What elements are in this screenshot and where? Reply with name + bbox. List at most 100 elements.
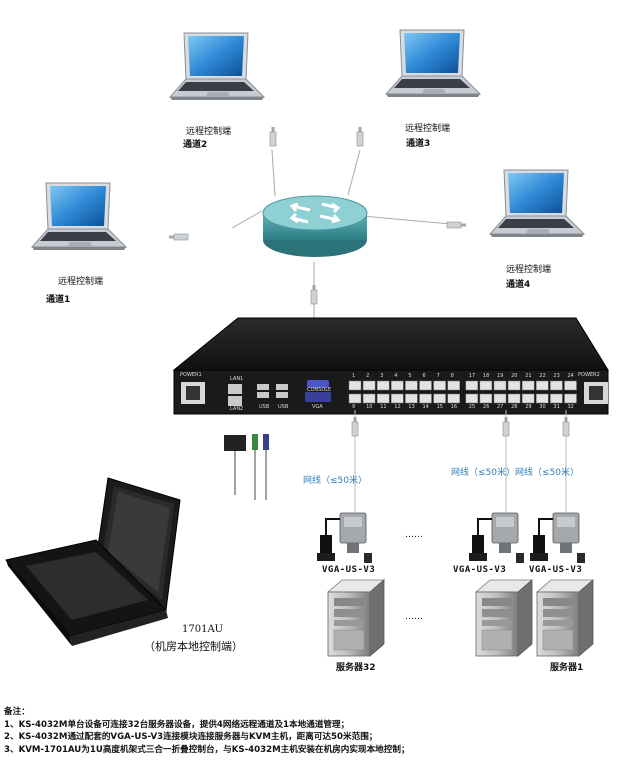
port-number: 21 xyxy=(525,373,532,379)
network-port-14 xyxy=(419,393,432,404)
port-number: 27 xyxy=(497,404,504,410)
note-line: 3、KVM-1701AU为1U高度机架式三合一折叠控制台，与KS-4032M主机… xyxy=(4,744,410,755)
port-number: 7 xyxy=(436,373,440,379)
local-console-cable-icon xyxy=(224,434,269,500)
port-number: 13 xyxy=(408,404,415,410)
port-number: 28 xyxy=(511,404,518,410)
port-number: 29 xyxy=(525,404,532,410)
note-line: 2、KS-4032M通过配套的VGA-US-V3连接模块连接服务器与KVM主机，… xyxy=(4,732,378,742)
rack-console-1701au-icon xyxy=(5,477,181,646)
kvm-switch-icon xyxy=(172,317,609,415)
port-number: 32 xyxy=(567,404,574,410)
network-port-20 xyxy=(507,380,521,391)
adapter-label: VGA-US-V3 xyxy=(322,565,376,575)
cable-plug-icon xyxy=(446,221,467,229)
ellipsis: …… xyxy=(405,530,423,540)
port-number: 5 xyxy=(408,373,412,379)
network-port-26 xyxy=(479,393,493,404)
cable-plug-icon xyxy=(356,126,364,147)
network-port-3 xyxy=(376,380,390,391)
router-icon xyxy=(262,195,368,257)
network-port-4 xyxy=(391,380,404,391)
vga-port-label: VGA xyxy=(312,404,323,410)
port-number: 17 xyxy=(468,373,476,379)
remote-console-label: 远程控制端 xyxy=(405,124,451,134)
network-port-30 xyxy=(536,393,549,404)
remote-console-label: 远程控制端 xyxy=(186,127,232,137)
port-number: 31 xyxy=(553,404,560,410)
port-number: 10 xyxy=(366,404,373,410)
network-port-24 xyxy=(564,380,577,391)
adapter-label: VGA-US-V3 xyxy=(529,565,583,575)
adapter-label: VGA-US-V3 xyxy=(453,565,507,575)
port-number: 11 xyxy=(380,404,387,410)
network-port-25 xyxy=(465,393,479,404)
network-port-10 xyxy=(362,393,376,404)
port-number: 25 xyxy=(468,404,476,410)
vga-us-v3-adapter-icon xyxy=(468,512,525,564)
port-number: 6 xyxy=(422,373,426,379)
network-port-12 xyxy=(391,393,404,404)
network-port-18 xyxy=(479,380,493,391)
port-number: 20 xyxy=(511,373,518,379)
port-number: 14 xyxy=(422,404,429,410)
port-number: 16 xyxy=(450,404,458,410)
network-port-27 xyxy=(493,393,507,404)
port-number: 4 xyxy=(394,373,398,379)
network-port-15 xyxy=(433,393,446,404)
power2-label: POWER2 xyxy=(578,372,600,378)
port-number: 23 xyxy=(553,373,560,379)
cable-plug-icon xyxy=(168,233,189,241)
port-number: 18 xyxy=(482,373,490,379)
cable-length-label: 网线（≤50米） xyxy=(515,468,579,478)
port-number: 24 xyxy=(567,373,574,379)
port-number: 2 xyxy=(366,373,370,379)
channel-label: 通道1 xyxy=(46,295,71,305)
cable-plug-icon xyxy=(310,284,318,305)
port-number: 12 xyxy=(394,404,401,410)
console-port-label: CONSOLE xyxy=(307,387,332,393)
network-port-17 xyxy=(465,380,479,391)
remote-console-label: 远程控制端 xyxy=(58,277,104,287)
server-icon xyxy=(327,579,385,657)
network-port-7 xyxy=(433,380,446,391)
vga-us-v3-adapter-icon xyxy=(316,512,373,564)
port-number: 3 xyxy=(380,373,384,379)
laptop-icon xyxy=(489,169,585,238)
server-icon xyxy=(536,579,594,657)
network-port-13 xyxy=(405,393,418,404)
network-port-2 xyxy=(362,380,376,391)
network-port-5 xyxy=(405,380,418,391)
laptop-icon xyxy=(31,182,127,251)
channel-label: 通道4 xyxy=(506,280,531,290)
cable-length-label: 网线（≤50米） xyxy=(303,476,367,486)
port-number: 26 xyxy=(482,404,490,410)
port-number: 15 xyxy=(436,404,443,410)
network-port-32 xyxy=(564,393,577,404)
channel-label: 通道2 xyxy=(183,140,208,150)
network-port-29 xyxy=(521,393,535,404)
usb-label: USB xyxy=(278,404,289,410)
port-number: 30 xyxy=(539,404,546,410)
network-port-8 xyxy=(447,380,460,391)
laptop-icon xyxy=(169,32,265,101)
cable-plug-icon xyxy=(269,126,277,147)
channel-label: 通道3 xyxy=(406,139,431,149)
ellipsis: …… xyxy=(405,612,423,622)
note-line: 1、KS-4032M单台设备可连接32台服务器设备，提供4网络远程通道及1本地通… xyxy=(4,719,350,730)
remote-console-label: 远程控制端 xyxy=(506,265,552,275)
network-port-21 xyxy=(521,380,535,391)
lan2-label: LAN2 xyxy=(230,406,244,412)
port-number: 19 xyxy=(497,373,504,379)
power1-label: POWER1 xyxy=(180,372,202,378)
port-number: 8 xyxy=(450,373,454,379)
network-port-9 xyxy=(348,393,362,404)
cable-length-label: 网线（≤50米） xyxy=(451,468,515,478)
network-port-1 xyxy=(348,380,362,391)
usb-label: USB xyxy=(259,404,270,410)
network-port-16 xyxy=(447,393,460,404)
notes-title: 备注： xyxy=(4,707,30,717)
network-ports xyxy=(348,380,577,404)
